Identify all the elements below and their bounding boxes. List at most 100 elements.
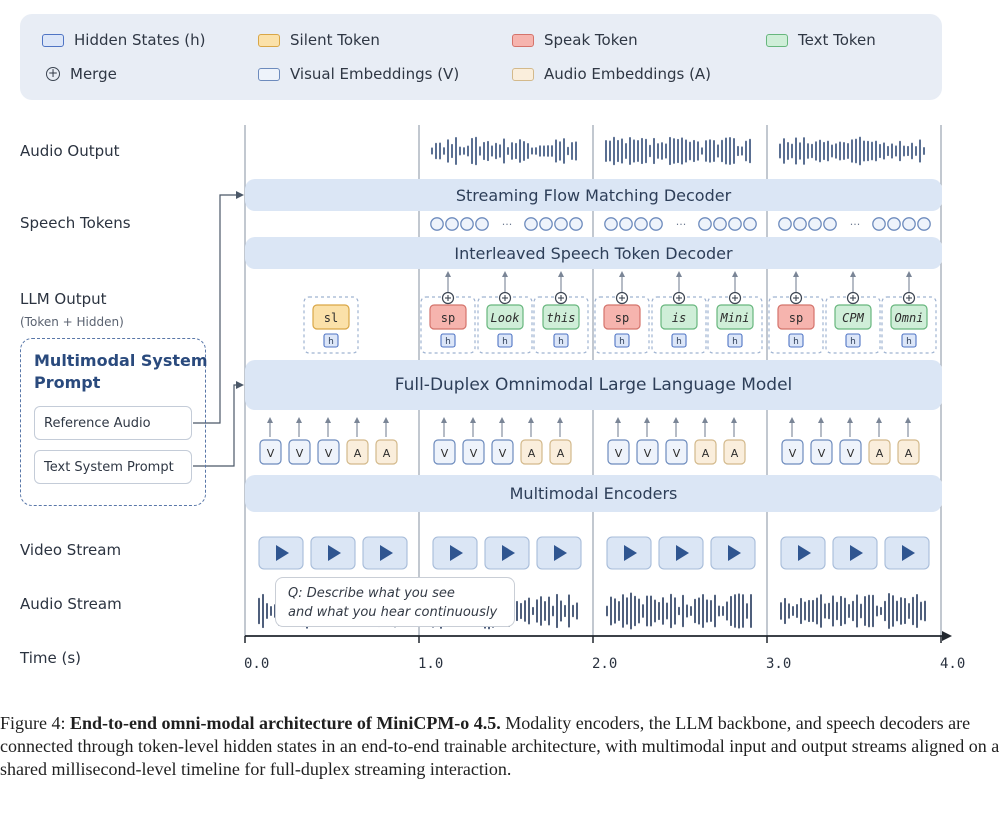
legend-hidden-states: Hidden States (h) (42, 31, 206, 49)
speech-token-circle (728, 217, 742, 231)
up-arrow-icon (296, 417, 302, 423)
system-prompt-group (20, 338, 206, 506)
legend-silent-label: Silent Token (290, 31, 380, 49)
speech-decoder-label: Interleaved Speech Token Decoder (454, 243, 733, 263)
hidden-state-label: h (328, 337, 334, 347)
visual-embedding-box (607, 439, 630, 465)
legend-merge: + Merge (46, 65, 117, 83)
up-arrow-icon (557, 417, 563, 423)
connector-arrowhead-icon (236, 381, 244, 389)
merge-icon: + (46, 66, 60, 81)
play-icon (502, 545, 515, 561)
up-arrow-icon (441, 417, 447, 423)
speech-token-circle (604, 217, 618, 231)
row-label-speech-tokens: Speech Tokens (20, 214, 131, 232)
connector-arrowhead-icon (236, 191, 244, 199)
speech-token-circle (887, 217, 901, 231)
visual-swatch-icon (258, 67, 280, 81)
up-arrow-icon (905, 417, 911, 423)
legend-merge-label: Merge (70, 65, 117, 83)
tick-label-2: 2.0 (592, 656, 618, 672)
legend-panel (20, 14, 942, 100)
audio-embedding-label: A (528, 447, 536, 460)
play-icon (850, 545, 863, 561)
text-token-box (834, 304, 872, 330)
speech-decoder-bar: Interleaved Speech Token Decoder (245, 237, 942, 269)
visual-embedding-box (665, 439, 688, 465)
up-arrow-icon (847, 417, 853, 423)
hidden-state-label: h (558, 337, 564, 347)
row-label-video-stream: Video Stream (20, 541, 122, 559)
speech-token-circle (649, 217, 663, 231)
flow-decoder-bar: Streaming Flow Matching Decoder (245, 179, 942, 211)
query-tooltip: Q: Describe what you see and what you he… (275, 577, 515, 627)
token-group-frame (881, 296, 937, 354)
audio-embedding-label: A (383, 447, 391, 460)
legend-visual-embeddings: Visual Embeddings (V) (258, 65, 459, 83)
text-token-text: is (672, 311, 686, 325)
text-swatch-icon (766, 33, 788, 47)
speech-token-circle (619, 217, 633, 231)
silent-token-box (312, 304, 350, 330)
hidden-state-label: h (850, 337, 856, 347)
text-token-box (486, 304, 524, 330)
hidden-state-box (845, 333, 861, 348)
up-arrow-icon (325, 417, 331, 423)
legend-visual-label: Visual Embeddings (V) (290, 65, 460, 83)
visual-embedding-label: V (499, 447, 507, 460)
speech-token-circle (460, 217, 474, 231)
visual-embedding-box (781, 439, 804, 465)
hidden-state-label: h (793, 337, 799, 347)
visual-embedding-label: V (470, 447, 478, 460)
up-arrow-icon (383, 417, 389, 423)
visual-embedding-box (839, 439, 862, 465)
llm-bar: Full-Duplex Omnimodal Large Language Mod… (245, 360, 942, 410)
tick-label-1: 1.0 (418, 656, 444, 672)
hidden-state-box (727, 333, 743, 348)
speech-token-circle (430, 217, 444, 231)
speech-token-circle (793, 217, 807, 231)
visual-embedding-box (462, 439, 485, 465)
audio-embedding-box (694, 439, 717, 465)
audio-swatch-icon (512, 67, 534, 81)
audio-embedding-label: A (876, 447, 884, 460)
speak-token-box (603, 304, 641, 330)
up-arrow-icon (731, 417, 737, 423)
legend-speak-token: Speak Token (512, 31, 638, 49)
text-token-box (542, 304, 580, 330)
hidden-state-box (553, 333, 569, 348)
hidden-state-label: h (676, 337, 682, 347)
caption-title: End-to-end omni-modal architecture of Mi… (70, 713, 501, 733)
text-token-text: CPM (842, 311, 864, 325)
row-label-audio-output: Audio Output (20, 142, 120, 160)
speak-token-box (777, 304, 815, 330)
visual-embedding-label: V (644, 447, 652, 460)
speak-token-text: sp (615, 311, 629, 325)
visual-embedding-label: V (296, 447, 304, 460)
hidden-state-box (323, 333, 339, 348)
up-arrow-icon (470, 417, 476, 423)
visual-embedding-label: V (441, 447, 449, 460)
reference-audio-label: Reference Audio (44, 415, 151, 431)
up-arrow-icon (818, 417, 824, 423)
speak-token-box (429, 304, 467, 330)
visual-embedding-box (259, 439, 282, 465)
up-arrow-icon (793, 271, 799, 277)
speech-token-circle (475, 217, 489, 231)
up-arrow-icon (850, 271, 856, 277)
speech-token-circle (634, 217, 648, 231)
speech-token-circle (524, 217, 538, 231)
legend-hidden-label: Hidden States (h) (74, 31, 206, 49)
row-label-audio-stream: Audio Stream (20, 595, 122, 613)
hidden-state-label: h (502, 337, 508, 347)
token-group-frame (533, 296, 589, 354)
visual-embedding-box (636, 439, 659, 465)
text-system-prompt-box: Text System Prompt (34, 450, 192, 484)
silent-swatch-icon (258, 33, 280, 47)
play-icon (902, 545, 915, 561)
up-arrow-icon (732, 271, 738, 277)
up-arrow-icon (876, 417, 882, 423)
play-icon (798, 545, 811, 561)
text-token-box (890, 304, 928, 330)
audio-embedding-label: A (731, 447, 739, 460)
